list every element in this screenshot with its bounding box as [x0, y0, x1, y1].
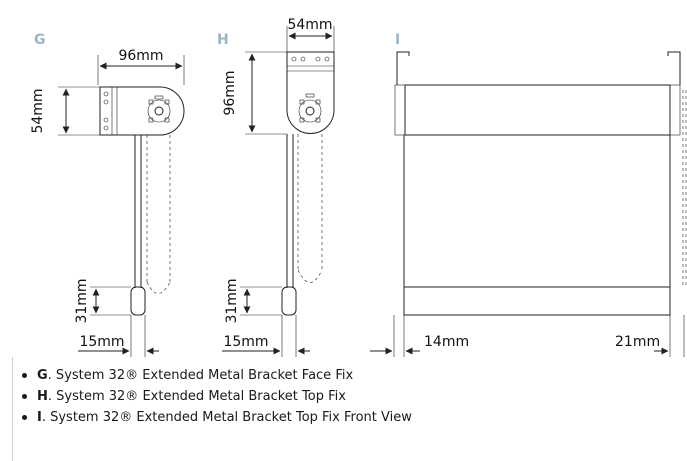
- panel-g-letter: G: [34, 32, 46, 48]
- panel-i-letter: I: [395, 32, 400, 48]
- legend-item-g: G. System 32® Extended Metal Bracket Fac…: [20, 365, 680, 386]
- h-chain: [297, 134, 323, 283]
- g-chain-label: 31mm: [74, 278, 90, 323]
- i-left-label: 14mm: [424, 334, 469, 350]
- h-height-label: 96mm: [222, 70, 238, 115]
- legend-letter: H: [37, 389, 48, 404]
- panel-h-letter: H: [217, 32, 229, 48]
- g-height-label: 54mm: [30, 88, 46, 133]
- legend-divider: [12, 357, 13, 461]
- h-bracket-plate: [286, 51, 335, 134]
- h-weight-label: 15mm: [223, 334, 268, 350]
- legend-text: . System 32® Extended Metal Bracket Top …: [47, 389, 346, 404]
- legend-text: . System 32® Extended Metal Bracket Top …: [41, 410, 412, 425]
- i-bottom-bar: [403, 286, 671, 316]
- legend-item-i: I. System 32® Extended Metal Bracket Top…: [20, 407, 680, 428]
- h-chain-label: 31mm: [224, 278, 240, 323]
- g-weight-label: 15mm: [79, 334, 124, 350]
- panel-i: I 14mm 21mm: [370, 32, 687, 357]
- g-weight: [130, 286, 146, 316]
- legend-item-h: H. System 32® Extended Metal Bracket Top…: [20, 386, 680, 407]
- legend: G. System 32® Extended Metal Bracket Fac…: [20, 365, 680, 428]
- bullet-icon: [22, 394, 27, 399]
- bullet-icon: [22, 373, 27, 378]
- legend-letter: I: [37, 410, 42, 425]
- h-width-label: 54mm: [287, 17, 332, 33]
- g-bracket-plate: [99, 86, 185, 136]
- i-roller-tube: [404, 84, 671, 136]
- panel-h: H 54mm 96mm: [217, 17, 335, 357]
- legend-text: . System 32® Extended Metal Bracket Face…: [47, 368, 354, 383]
- panel-g: G 96mm 54mm: [30, 32, 185, 357]
- bullet-icon: [22, 415, 27, 420]
- bracket-diagram: G 96mm 54mm: [30, 17, 687, 357]
- legend-letter: G: [37, 368, 48, 383]
- g-width-label: 96mm: [118, 48, 163, 64]
- i-right-label: 21mm: [615, 334, 660, 350]
- g-chain: [146, 135, 171, 294]
- h-weight: [281, 286, 297, 316]
